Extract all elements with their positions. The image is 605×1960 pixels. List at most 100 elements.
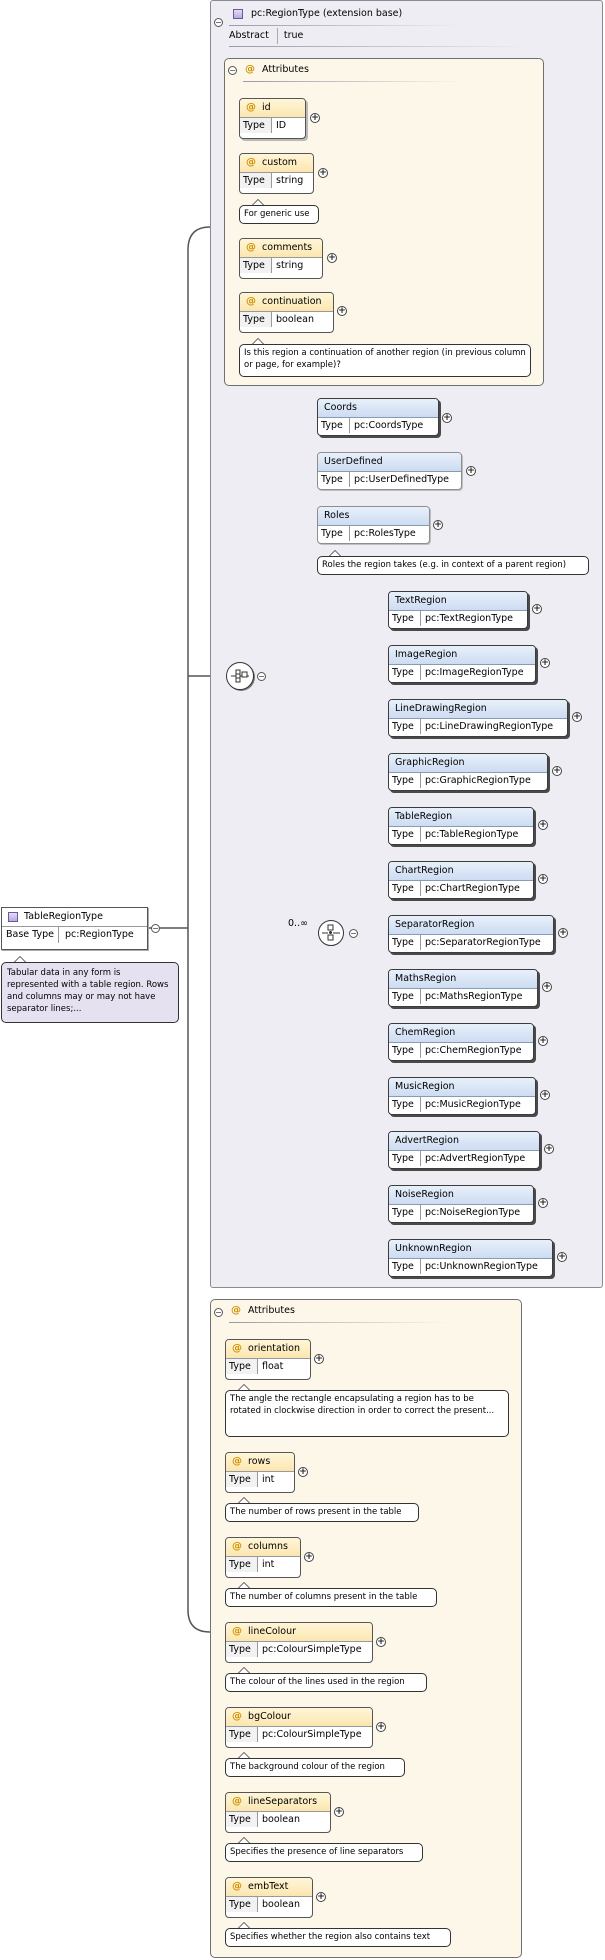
element-type: pc:RolesType <box>354 528 416 539</box>
base-attributes-collapse-icon[interactable]: − <box>228 66 237 75</box>
attribute-name: orientation <box>248 1343 301 1354</box>
expand-icon[interactable]: + <box>538 1198 548 1208</box>
expand-icon[interactable]: + <box>542 982 552 992</box>
type-label: Type <box>389 665 421 680</box>
expand-icon[interactable]: + <box>337 306 347 316</box>
expand-icon[interactable]: + <box>557 1252 567 1262</box>
sequence-collapse-icon[interactable]: − <box>257 672 266 681</box>
expand-icon[interactable]: + <box>376 1637 386 1647</box>
expand-icon[interactable]: + <box>572 712 582 722</box>
element-type: pc:MathsRegionType <box>425 991 523 1002</box>
element-header: MathsRegion <box>389 970 537 989</box>
attribute-type: string <box>276 175 304 186</box>
expand-icon[interactable]: + <box>540 1090 550 1100</box>
attribute-name: lineColour <box>248 1626 297 1637</box>
expand-icon[interactable]: + <box>334 1807 344 1817</box>
expand-icon[interactable]: + <box>544 1144 554 1154</box>
attribute-name: embText <box>248 1881 289 1892</box>
base-abstract-underline <box>229 46 529 47</box>
expand-icon[interactable]: + <box>552 766 562 776</box>
expand-icon[interactable]: + <box>558 928 568 938</box>
type-label: Type <box>226 1727 258 1742</box>
attribute-doc: The angle the rectangle encapsulating a … <box>225 1390 509 1437</box>
root-type-box[interactable]: TableRegionType Base Type pc:RegionType <box>1 907 148 950</box>
doc-pointer <box>238 1582 250 1588</box>
attribute-name: custom <box>262 157 298 168</box>
expand-icon[interactable]: + <box>327 253 337 263</box>
expand-icon[interactable]: + <box>442 413 452 423</box>
attribute-header: @ rows <box>226 1453 294 1472</box>
sequence-icon[interactable] <box>226 662 254 690</box>
element-header: SeparatorRegion <box>389 916 553 935</box>
expand-icon[interactable]: + <box>298 1467 308 1477</box>
type-label: Type <box>240 173 272 188</box>
own-attributes-underline <box>229 1322 449 1323</box>
type-label: Type <box>389 773 421 788</box>
type-label: Type <box>240 118 272 133</box>
element-header: ImageRegion <box>389 646 535 665</box>
element-type: pc:CoordsType <box>354 420 424 431</box>
expand-icon[interactable]: + <box>310 113 320 123</box>
expand-icon[interactable]: + <box>314 1354 324 1364</box>
expand-icon[interactable]: + <box>376 1722 386 1732</box>
attribute-icon: @ <box>246 242 256 253</box>
choice-icon[interactable] <box>318 920 344 946</box>
attribute-name: rows <box>248 1456 271 1467</box>
own-attributes-collapse-icon[interactable]: − <box>214 1308 223 1317</box>
expand-icon[interactable]: + <box>316 1892 326 1902</box>
type-label: Type <box>226 1557 258 1572</box>
attribute-header: @ lineSeparators <box>226 1793 330 1812</box>
attribute-header: @ bgColour <box>226 1708 372 1727</box>
expand-icon[interactable]: + <box>538 820 548 830</box>
expand-icon[interactable]: + <box>318 168 328 178</box>
expand-icon[interactable]: + <box>538 874 548 884</box>
attribute-doc: The colour of the lines used in the regi… <box>225 1673 427 1692</box>
choice-collapse-icon[interactable]: − <box>349 929 358 938</box>
attribute-type-row: Type string <box>240 173 313 188</box>
expand-icon[interactable]: + <box>532 604 542 614</box>
type-label: Type <box>226 1359 258 1374</box>
expand-icon[interactable]: + <box>304 1552 314 1562</box>
base-collapse-icon[interactable]: − <box>214 18 223 27</box>
expand-icon[interactable]: + <box>433 520 443 530</box>
attribute-header: @ continuation <box>240 293 333 312</box>
expand-icon[interactable]: + <box>538 1036 548 1046</box>
root-collapse-icon[interactable]: − <box>151 924 160 933</box>
expand-icon[interactable]: + <box>540 658 550 668</box>
expand-icon[interactable]: + <box>466 466 476 476</box>
attribute-type: float <box>262 1361 284 1372</box>
